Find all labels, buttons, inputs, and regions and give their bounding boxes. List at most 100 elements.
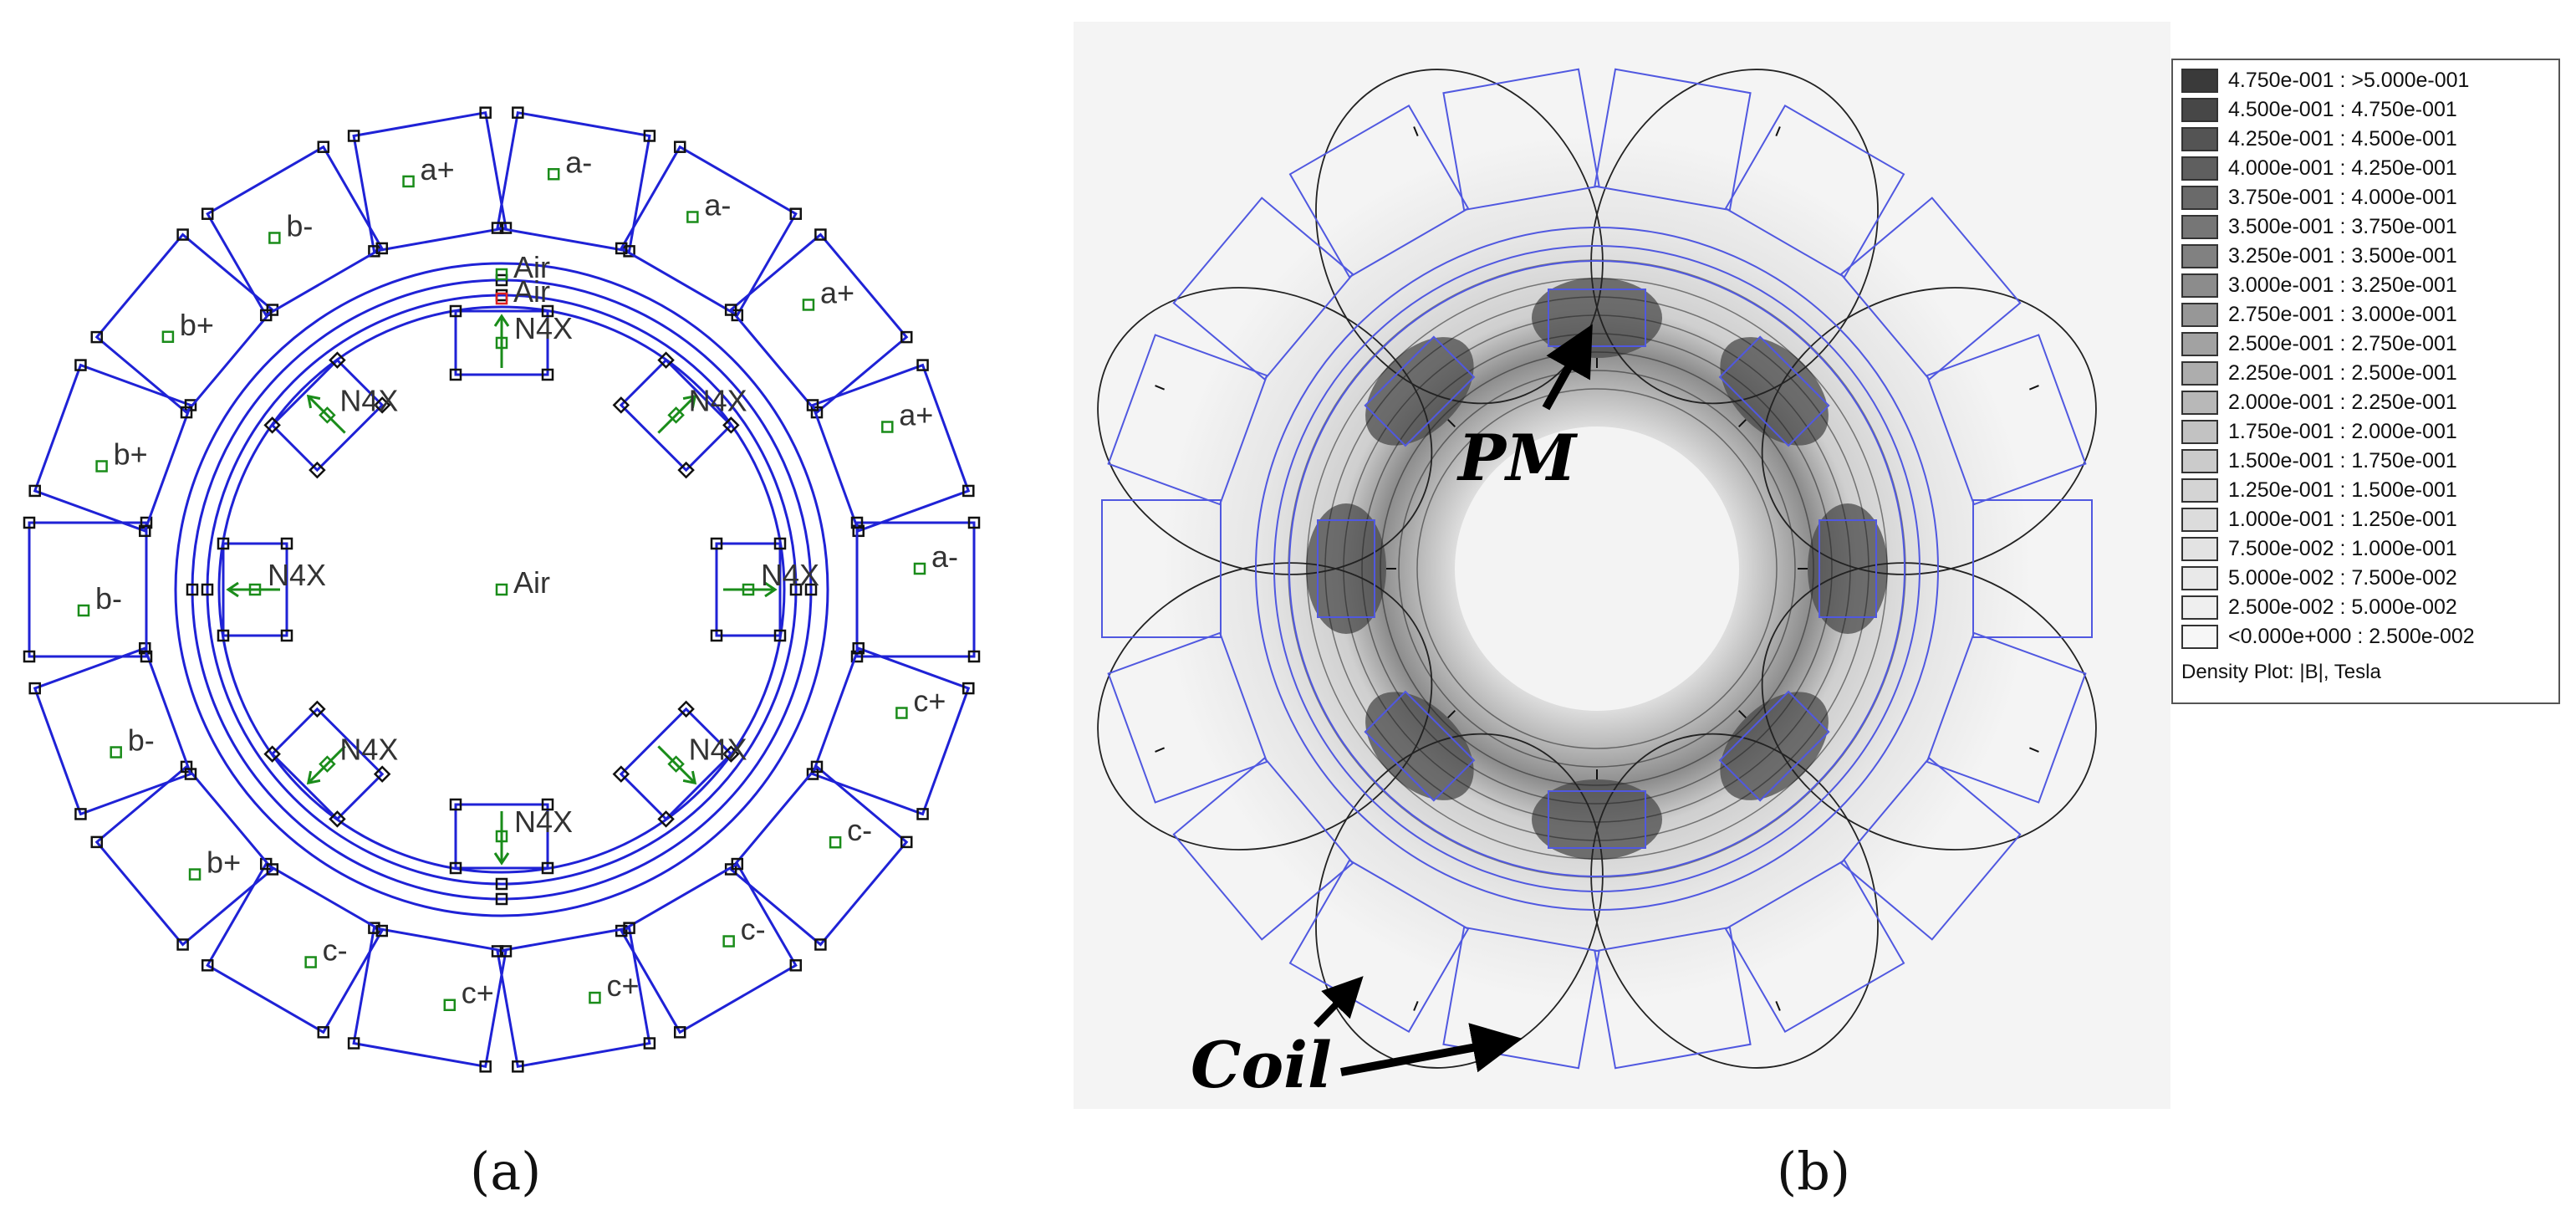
coil-outline: [496, 110, 651, 253]
coil-label: b-: [286, 208, 313, 243]
coil-outline: [811, 363, 971, 533]
coil-outline: [1442, 68, 1600, 212]
geometry-node: [967, 516, 981, 529]
stator-coil: a+: [806, 359, 975, 538]
geometry-node: [731, 857, 744, 871]
geometry-node: [814, 938, 827, 951]
magnetization-arrowhead: [306, 770, 321, 785]
geometry-node: [317, 1026, 330, 1039]
geometry-node: [673, 140, 686, 153]
stator-coil: b-: [23, 516, 153, 663]
magnet-outline: [1819, 519, 1877, 618]
block-marker: [495, 830, 508, 843]
coil-outline: [206, 145, 384, 317]
coil-outline: [352, 926, 508, 1069]
geometry-node: [449, 304, 462, 318]
block-marker: [268, 232, 281, 244]
magnet: [612, 700, 740, 828]
geometry-overlay: [1101, 68, 2093, 1070]
coil-label: c+: [606, 968, 639, 1003]
geometry-node: [615, 242, 628, 255]
legend-swatch: [2181, 391, 2218, 415]
geometry-node: [852, 641, 865, 655]
coil-outline: [1839, 757, 2022, 941]
legend-swatch: [2181, 420, 2218, 444]
legend-swatch: [2181, 537, 2218, 561]
block-marker: [495, 583, 508, 596]
magnet-outline: [1718, 335, 1830, 447]
legend-label: 2.500e-002 : 5.000e-002: [2228, 595, 2457, 619]
magnetization-arrowhead: [306, 394, 321, 409]
legend-label: 3.250e-001 : 3.500e-001: [2228, 244, 2457, 268]
stator-coil: a-: [491, 106, 656, 258]
field-arrows: [1155, 126, 2039, 1011]
coil-outline: [620, 145, 798, 317]
magnetization-arrow: [309, 396, 346, 434]
coil-outline: [620, 862, 798, 1034]
coil-outline: [855, 521, 976, 658]
legend-label: 2.250e-001 : 2.500e-001: [2228, 361, 2457, 385]
coil-label: Coil: [1191, 1028, 1332, 1102]
geometry-node: [184, 768, 197, 780]
flux-loop: [1590, 69, 1879, 405]
geometry-node: [512, 1060, 524, 1073]
flux-contour: [1306, 278, 1888, 860]
air-label: Air: [513, 274, 550, 309]
geometry-node: [329, 810, 346, 828]
magnet: [612, 351, 740, 479]
block-marker: [188, 868, 201, 881]
magnet: [263, 351, 391, 479]
geometry-node: [479, 1060, 492, 1073]
magnet-label: N4X: [339, 733, 398, 767]
legend-swatch: [2181, 127, 2218, 151]
geometry-node: [495, 877, 508, 891]
field-arrow: [1775, 126, 1781, 137]
geometry-node: [280, 629, 293, 642]
flux-concentration: [1306, 503, 1386, 634]
coil-label: b+: [207, 845, 241, 880]
geometry-node: [495, 892, 508, 906]
geometry-node: [28, 484, 41, 498]
geometry-node: [90, 330, 104, 344]
coil-label: c-: [741, 912, 766, 947]
geometry-node: [673, 1026, 686, 1039]
legend-label: 2.500e-001 : 2.750e-001: [2228, 332, 2457, 355]
block-marker: [248, 583, 262, 596]
magnet-label: N4X: [268, 558, 326, 592]
geometry-node: [28, 682, 41, 695]
geometry-node: [263, 745, 281, 763]
block-marker: [802, 299, 815, 311]
geometry-node: [176, 228, 189, 241]
magnet-outline: [1364, 335, 1476, 447]
legend-label: 1.250e-001 : 1.500e-001: [2228, 478, 2457, 502]
legend-swatch: [2181, 303, 2218, 327]
stator-coil: b-: [201, 140, 389, 322]
geometry-node: [23, 650, 36, 663]
flux-contour: [1361, 333, 1833, 805]
flux-contour: [1380, 351, 1814, 786]
coil-outline: [1101, 499, 1222, 638]
magnet-label: N4X: [339, 383, 398, 417]
coil-outline: [1107, 631, 1268, 804]
geometry-node: [916, 808, 929, 820]
coil-label: c-: [323, 933, 348, 968]
coil-outline: [496, 926, 651, 1069]
geometry-node: [259, 309, 273, 322]
coil-outline: [94, 764, 274, 947]
geometry-node: [180, 406, 193, 419]
geometry-node: [23, 516, 36, 529]
ring-outline: [1288, 260, 1905, 877]
field-arrow: [1413, 1000, 1419, 1011]
geometry-node: [217, 537, 230, 550]
block-marker: [77, 604, 90, 617]
geometry-node: [724, 304, 737, 316]
legend-swatch: [2181, 156, 2218, 181]
flux-loop: [1097, 562, 1433, 851]
magnet-outline: [454, 309, 549, 376]
geometry-node: [139, 641, 151, 655]
coil-outline: [729, 232, 909, 415]
legend-swatch: [2181, 625, 2218, 649]
geometry-node: [491, 222, 504, 234]
geometry-node: [512, 106, 524, 119]
magnet: [449, 798, 554, 875]
